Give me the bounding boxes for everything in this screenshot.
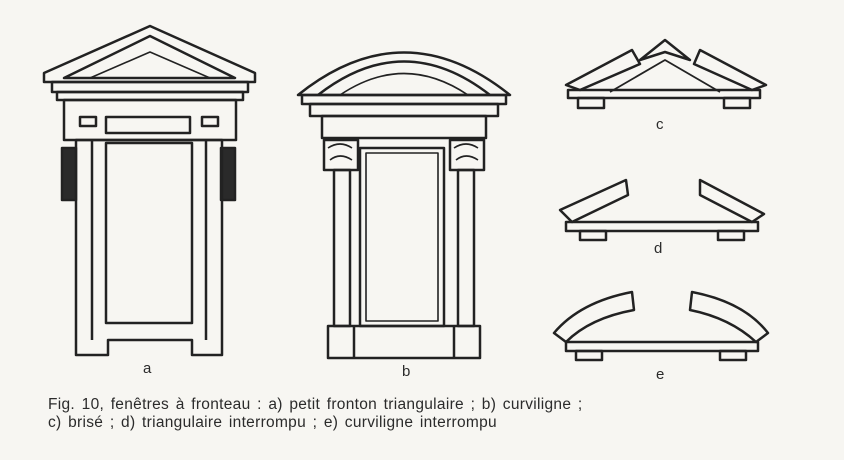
pediment-a-tympanum [89, 51, 211, 79]
label-e: e [656, 366, 665, 383]
column-b-left [332, 168, 352, 328]
column-b-right [456, 168, 476, 328]
base-b [326, 324, 482, 360]
frieze-a-panel-left [78, 115, 98, 128]
pediment-c-foot-left [576, 96, 606, 110]
frame-a-outer [74, 138, 224, 357]
pediment-d-right-wing [698, 178, 766, 224]
cornice-b-lower [308, 102, 500, 118]
capital-b-right-ornament [453, 143, 479, 161]
pediment-d-left-wing [558, 178, 630, 224]
console-a-left [60, 146, 78, 202]
frieze-a-panel-center [104, 115, 192, 135]
label-d: d [654, 240, 663, 257]
window-a-triangular-pediment [42, 24, 257, 357]
pediment-b-inner [317, 60, 491, 96]
frieze-a-panel-right [200, 115, 220, 128]
pediment-c-tympanum [609, 59, 721, 93]
pediment-c-broken [564, 38, 768, 110]
capital-b-left-ornament [327, 143, 353, 161]
pediment-b-outer [296, 51, 512, 97]
pediment-e-foot-right [718, 349, 748, 362]
label-a: a [143, 360, 152, 377]
pediment-c-cornice [566, 88, 762, 100]
pediment-c-apex [638, 38, 692, 62]
pediment-c-foot-right [722, 96, 752, 110]
pediment-e-cornice [564, 340, 760, 353]
pediment-e-right-wing [688, 290, 770, 344]
pediment-d-triangular-interrupted [558, 178, 766, 242]
pediment-e-curvilinear-interrupted [552, 290, 770, 362]
pediment-d-foot-left [578, 229, 608, 242]
cornice-b [300, 93, 508, 106]
window-a-opening [104, 141, 194, 325]
frieze-b [320, 114, 488, 140]
caption-line-2: c) brisé ; d) triangulaire interrompu ; … [48, 414, 497, 431]
caption-line-1: Fig. 10, fenêtres à fronteau : a) petit … [48, 396, 583, 413]
window-b-opening [358, 146, 446, 328]
pediment-e-foot-left [574, 349, 604, 362]
pediment-a-outer [42, 24, 257, 84]
cornice-a [50, 80, 250, 94]
figure-caption: Fig. 10, fenêtres à fronteau : a) petit … [48, 396, 828, 432]
pediment-e-left-wing [552, 290, 636, 344]
label-c: c [656, 116, 664, 133]
pediment-c-left-wing [564, 48, 642, 92]
window-b-curvilinear-pediment [296, 51, 512, 360]
label-b: b [402, 363, 411, 380]
window-b-inner [365, 152, 439, 322]
pediment-d-foot-right [716, 229, 746, 242]
pediment-d-cornice [564, 220, 760, 233]
pediment-b-tympanum [339, 72, 469, 96]
pediment-a-inner [62, 34, 237, 80]
